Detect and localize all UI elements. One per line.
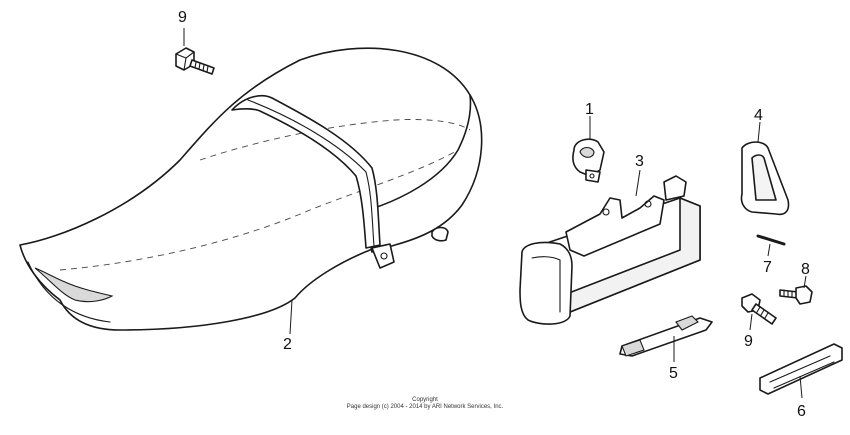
callout-9-top: 9 — [178, 9, 187, 26]
callout-7: 7 — [763, 259, 772, 276]
callout-3: 3 — [635, 153, 644, 170]
callout-6: 6 — [797, 403, 806, 420]
callout-9-right: 9 — [744, 333, 753, 350]
seat-part-2[interactable] — [19, 47, 483, 331]
rubber-band-part-4[interactable] — [740, 141, 790, 216]
pin-part-7[interactable] — [756, 234, 786, 246]
callout-2: 2 — [283, 336, 292, 353]
tool-case-part-3[interactable] — [519, 175, 701, 325]
bolt-part-9-top[interactable] — [175, 47, 215, 75]
strap-part-5[interactable] — [619, 315, 713, 357]
clamp-part-1[interactable] — [572, 138, 605, 183]
bolt-part-8[interactable] — [779, 285, 813, 305]
bolt-part-9-right[interactable] — [741, 293, 777, 325]
copyright-line-1: Copyright — [412, 397, 438, 403]
callout-1: 1 — [585, 101, 594, 118]
callout-5: 5 — [669, 365, 678, 382]
callout-8: 8 — [801, 261, 810, 278]
copyright-line-2: Page design (c) 2004 - 2014 by ARI Netwo… — [346, 404, 504, 410]
callout-4: 4 — [754, 107, 763, 124]
copyright-notice: Copyright Page design (c) 2004 - 2014 by… — [0, 397, 850, 411]
label-plate-part-6[interactable] — [759, 343, 843, 395]
